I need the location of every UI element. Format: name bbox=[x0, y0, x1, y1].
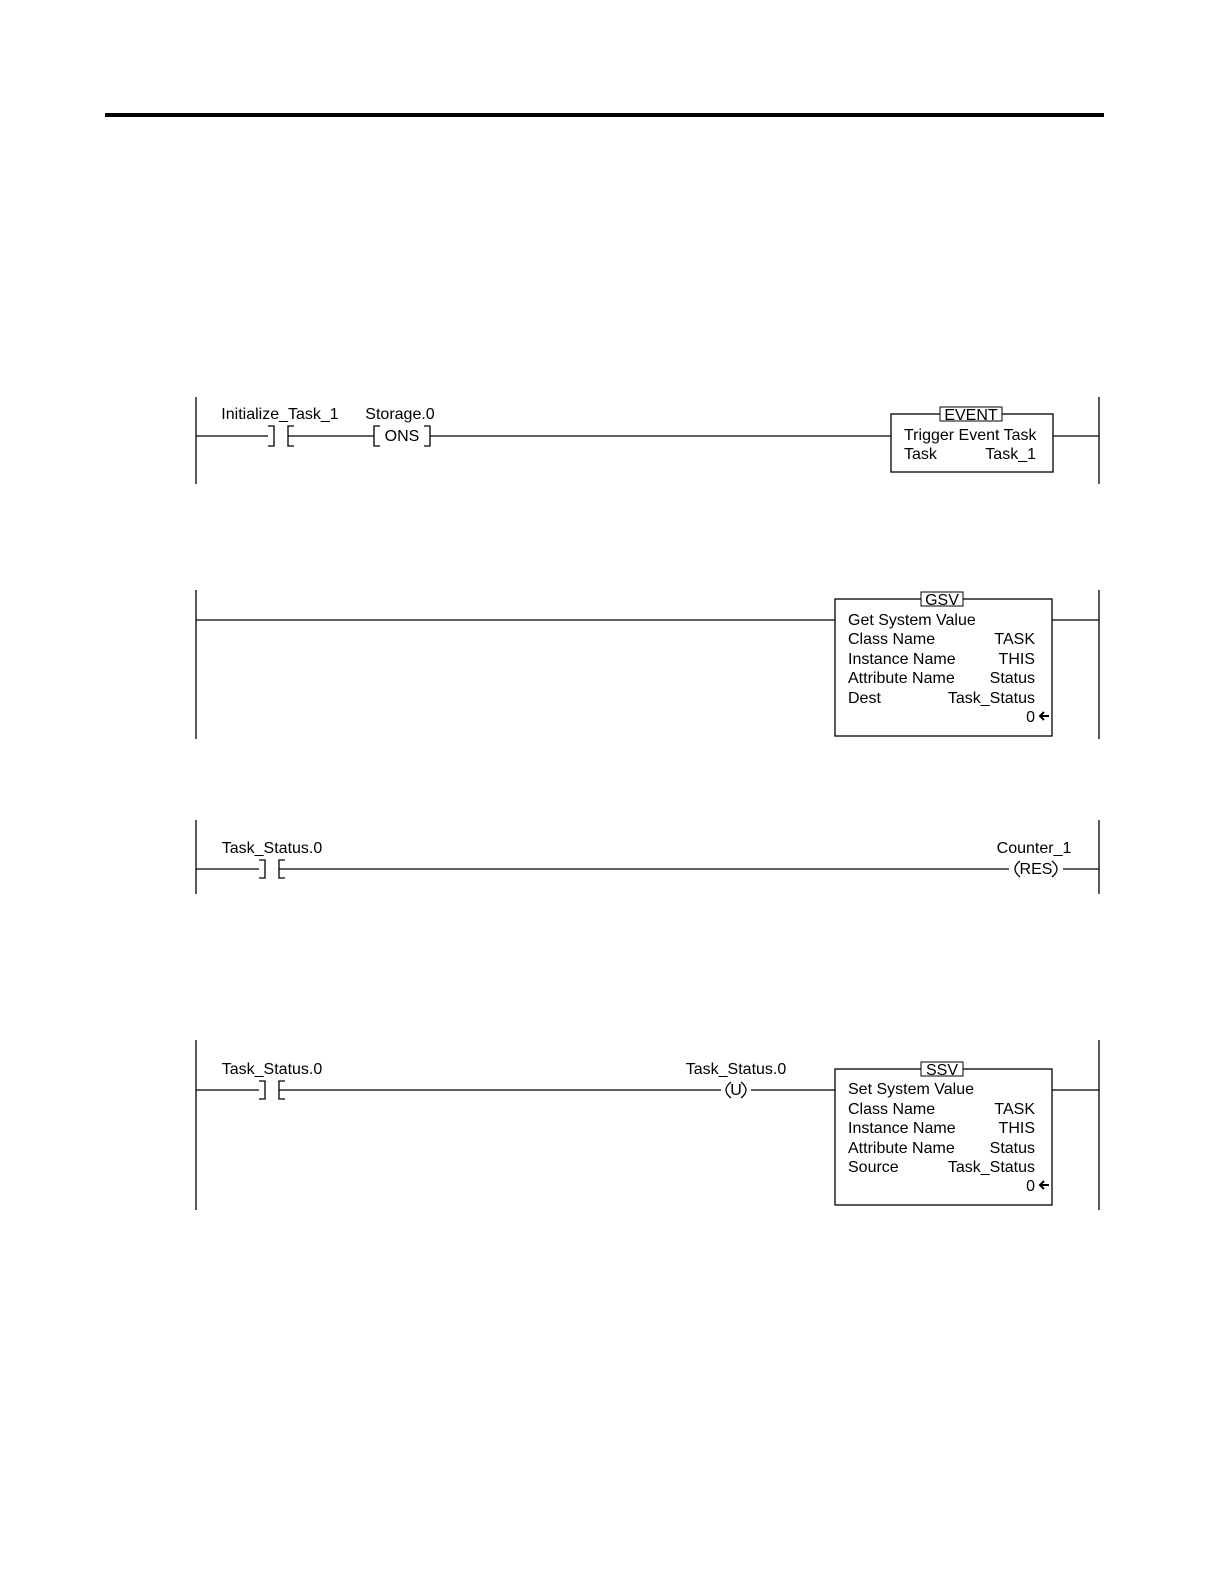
gsv-block-type: GSV bbox=[925, 592, 959, 609]
gsv-row-label: Attribute Name bbox=[848, 670, 955, 687]
gsv-title-gap bbox=[920, 591, 964, 607]
event-task-label: Task bbox=[904, 446, 938, 463]
event-block-type: EVENT bbox=[944, 407, 998, 424]
ssv-block-title: Set System Value bbox=[848, 1081, 974, 1098]
res-coil[interactable] bbox=[1014, 860, 1058, 878]
contact-tag: Initialize_Task_1 bbox=[221, 406, 339, 423]
contact-tag: Task_Status.0 bbox=[222, 1061, 323, 1078]
ssv-row-value: THIS bbox=[999, 1120, 1035, 1137]
coil-tag: Task_Status.0 bbox=[686, 1061, 787, 1078]
ssv-row-value: TASK bbox=[994, 1101, 1035, 1118]
gsv-row-value: Task_Status bbox=[948, 690, 1035, 707]
ssv-title-gap bbox=[920, 1061, 964, 1077]
ons-tag: Storage.0 bbox=[365, 406, 434, 423]
ssv-row-value: Status bbox=[990, 1140, 1035, 1157]
event-block-title: Trigger Event Task bbox=[904, 427, 1038, 444]
gsv-row-label: Instance Name bbox=[848, 651, 956, 668]
left-arrow-icon bbox=[1038, 711, 1049, 721]
ssv-row-label: Attribute Name bbox=[848, 1140, 955, 1157]
contact-tag: Task_Status.0 bbox=[222, 840, 323, 857]
rung-1 bbox=[195, 397, 1100, 484]
rung-3 bbox=[195, 820, 1100, 894]
ssv-row-label: Source bbox=[848, 1159, 899, 1176]
rung-2 bbox=[195, 590, 1100, 739]
unlatch-coil[interactable] bbox=[725, 1081, 747, 1099]
ssv-row-label: Instance Name bbox=[848, 1120, 956, 1137]
ssv-row-label: Class Name bbox=[848, 1101, 935, 1118]
ons-label: ONS bbox=[385, 428, 420, 445]
coil-label: U bbox=[730, 1082, 742, 1099]
coil-label: RES bbox=[1020, 861, 1053, 878]
event-task-value: Task_1 bbox=[985, 446, 1036, 463]
gsv-block-title: Get System Value bbox=[848, 612, 976, 629]
gsv-row-label: Dest bbox=[848, 690, 881, 707]
ssv-source-value: 0 bbox=[1026, 1178, 1035, 1195]
left-arrow-icon bbox=[1038, 1180, 1049, 1190]
event-title-gap bbox=[939, 406, 1003, 422]
coil-tag: Counter_1 bbox=[997, 840, 1072, 857]
gsv-dest-value: 0 bbox=[1026, 709, 1035, 726]
rung-4 bbox=[195, 1040, 1100, 1210]
gsv-row-label: Class Name bbox=[848, 631, 935, 648]
ssv-row-value: Task_Status bbox=[948, 1159, 1035, 1176]
gsv-row-value: TASK bbox=[994, 631, 1035, 648]
gsv-row-value: THIS bbox=[999, 651, 1035, 668]
gsv-row-value: Status bbox=[990, 670, 1035, 687]
ssv-block-type: SSV bbox=[926, 1062, 958, 1079]
